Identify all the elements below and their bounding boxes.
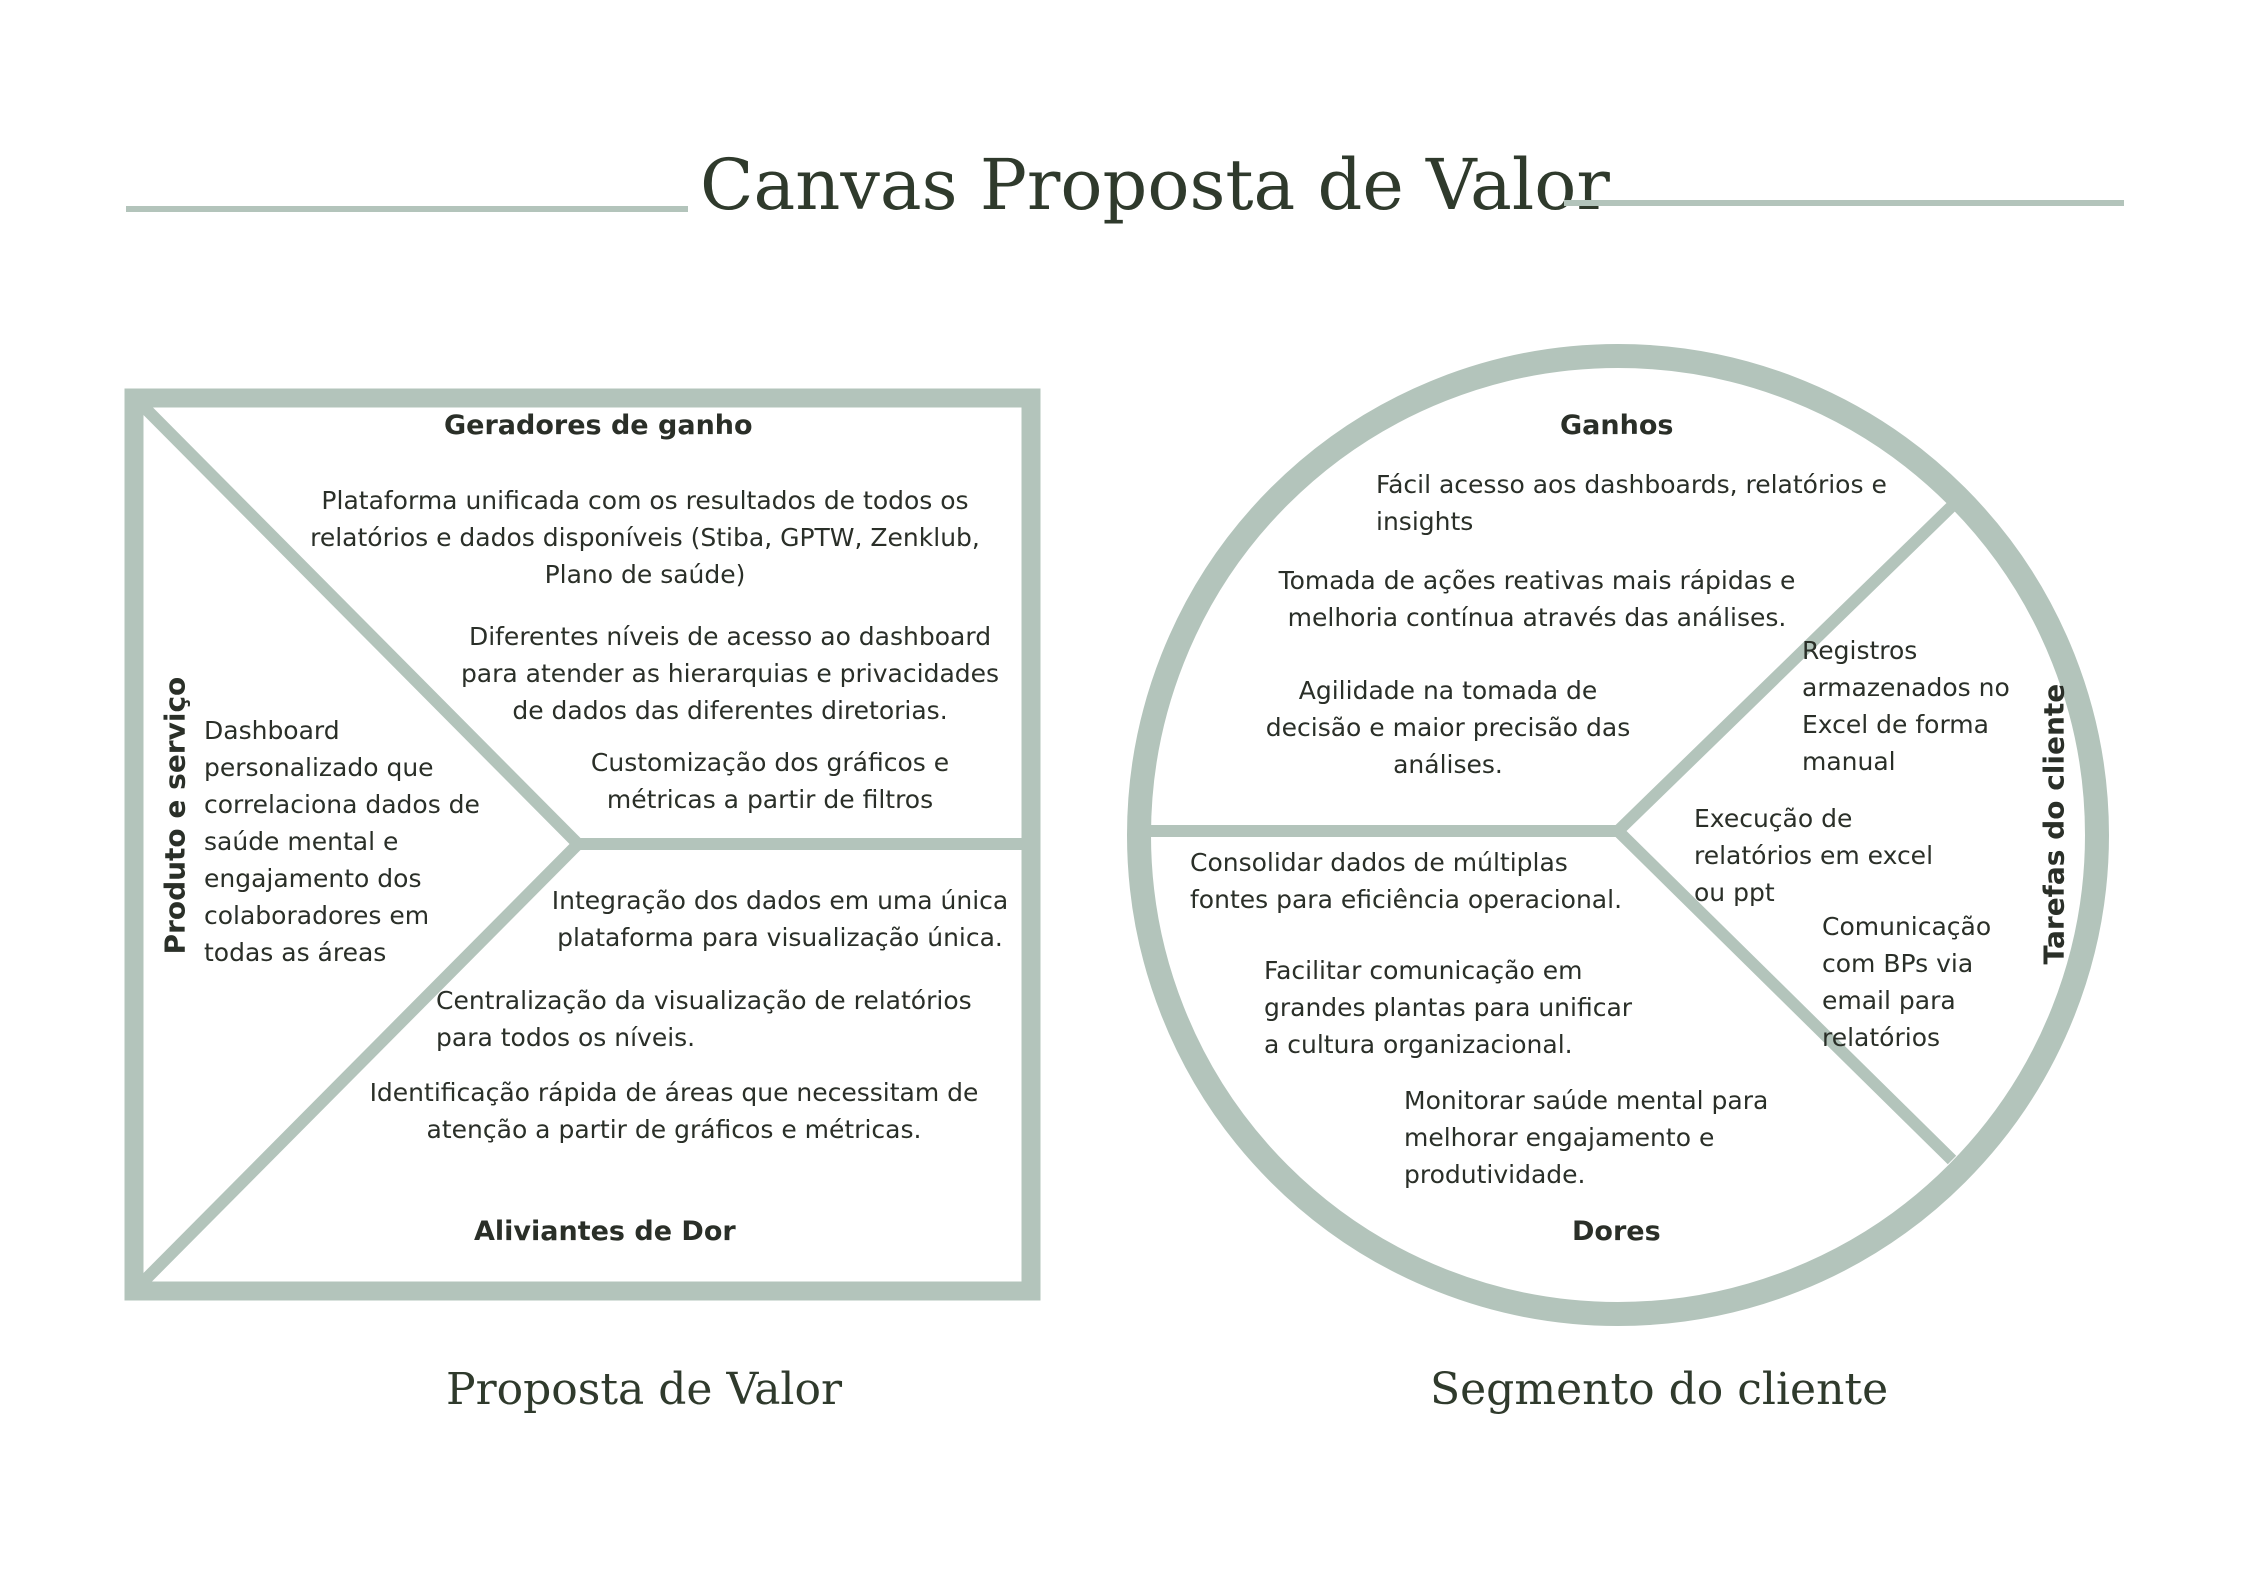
customer-job-item: Execução de relatórios em excel ou ppt — [1694, 804, 1934, 907]
customer-job-item: Registros armazenados no Excel de forma … — [1802, 636, 2010, 776]
pain-item: Consolidar dados de múltiplas fontes par… — [1190, 848, 1623, 914]
title-rule-left — [126, 206, 688, 212]
gain-creator-item: Diferentes níveis de acesso ao dashboard… — [460, 622, 1000, 725]
gains-heading: Ganhos — [1560, 410, 1674, 441]
customer-segment-circle — [1127, 344, 2109, 1326]
customer-segment-caption: Segmento do cliente — [1430, 1364, 1889, 1415]
products-services-heading: Produto e serviço — [158, 676, 192, 955]
circle-frame — [1127, 344, 2109, 1326]
gain-item: Agilidade na tomada de decisão e maior p… — [1265, 676, 1631, 779]
value-proposition-caption: Proposta de Valor — [446, 1364, 843, 1415]
circle-divider-upper-diagonal — [1613, 501, 1957, 836]
gain-creator-item: Plataforma unificada com os resultados d… — [310, 486, 980, 589]
customer-jobs-heading: Tarefas do cliente — [2037, 683, 2071, 965]
pain-item: Facilitar comunicação em grandes plantas… — [1264, 956, 1633, 1059]
customer-job-item: Comunicação com BPs via email para relat… — [1822, 912, 1992, 1052]
page-title: Canvas Proposta de Valor — [700, 144, 1610, 226]
square-frame — [124, 388, 1041, 1301]
product-service-item: Dashboard personalizado que correlaciona… — [204, 716, 480, 967]
pain-reliever-item: Integração dos dados em uma única plataf… — [551, 886, 1009, 952]
gain-item: Tomada de ações reativas mais rápidas e … — [1278, 566, 1796, 632]
square-divider-upper-diagonal — [138, 401, 583, 849]
pain-reliever-item: Identificação rápida de áreas que necess… — [369, 1078, 979, 1144]
circle-divider-lower-diagonal — [1613, 826, 1957, 1165]
pain-relievers-heading: Aliviantes de Dor — [474, 1216, 736, 1247]
gain-creators-heading: Geradores de ganho — [444, 410, 753, 441]
value-proposition-square — [124, 388, 1041, 1301]
pain-reliever-item: Centralização da visualização de relatór… — [436, 986, 972, 1052]
title-rule-right — [1564, 200, 2124, 206]
pains-heading: Dores — [1572, 1216, 1661, 1247]
square-divider-lower-diagonal — [138, 839, 583, 1287]
gain-item: Fácil acesso aos dashboards, relatórios … — [1376, 470, 1887, 536]
pain-item: Monitorar saúde mental para melhorar eng… — [1404, 1086, 1769, 1189]
gain-creator-item: Customização dos gráficos e métricas a p… — [590, 748, 950, 814]
